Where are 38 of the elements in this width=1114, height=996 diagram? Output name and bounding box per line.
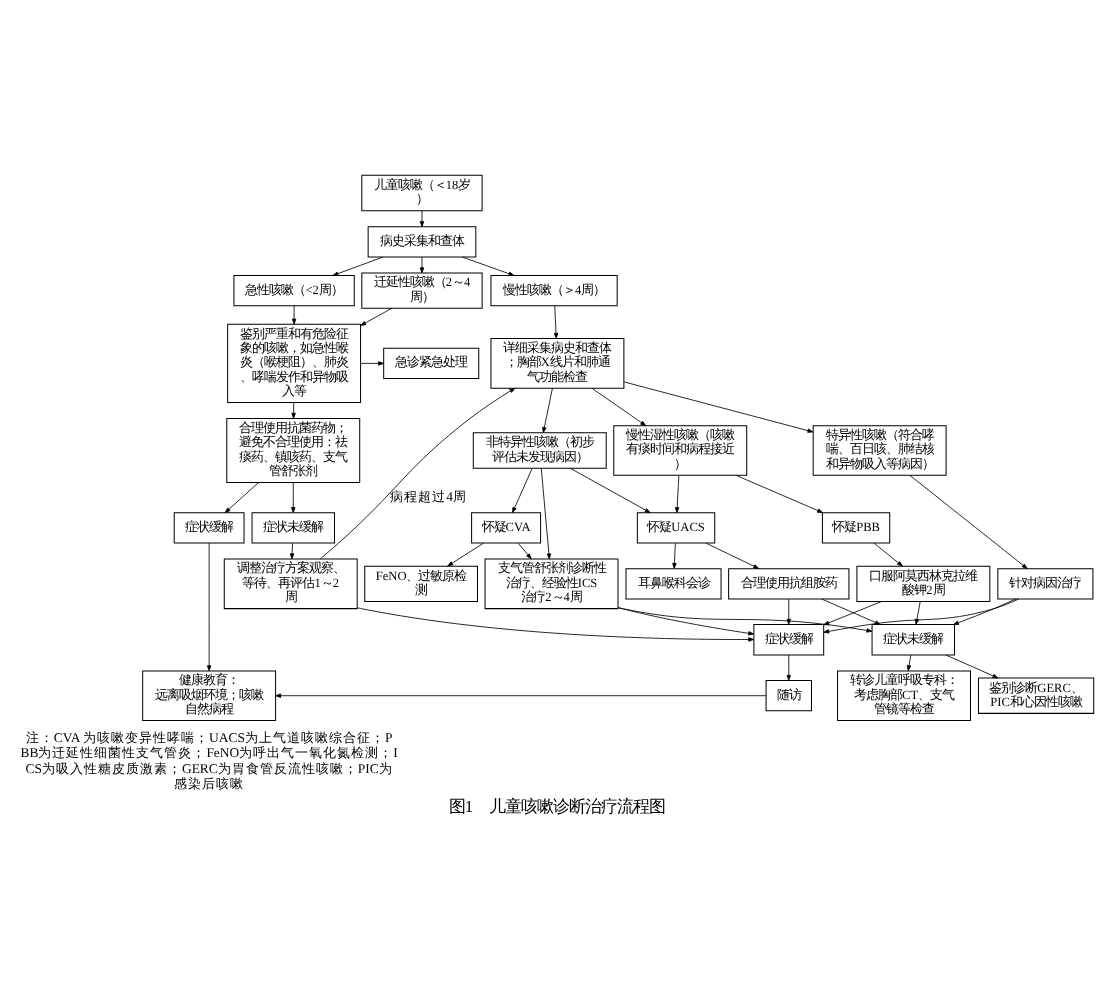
arrow	[447, 542, 484, 567]
arrow	[735, 474, 824, 514]
arrow	[517, 542, 532, 560]
arrow	[512, 468, 533, 514]
arrow	[553, 305, 559, 339]
arrow	[275, 693, 767, 698]
arrow	[617, 607, 873, 633]
arrow	[623, 381, 814, 433]
arrow	[569, 467, 651, 514]
arrow	[224, 482, 259, 513]
arrow	[291, 402, 296, 419]
arrow	[332, 256, 384, 276]
arrow	[674, 475, 680, 514]
arrow	[672, 542, 677, 569]
arrow	[906, 654, 912, 672]
arrow	[419, 256, 425, 274]
arrow	[291, 305, 297, 325]
arrow	[206, 542, 212, 672]
arrow	[319, 387, 516, 560]
arrow	[360, 361, 385, 366]
arrow	[419, 210, 425, 228]
arrow	[952, 598, 1017, 625]
arrow	[540, 467, 552, 560]
arrow	[291, 482, 296, 513]
arrow	[542, 387, 553, 433]
arrow	[461, 256, 515, 276]
arrow	[945, 654, 999, 679]
arrow	[823, 598, 1020, 634]
arrow	[909, 475, 1028, 569]
arrow	[873, 542, 903, 567]
arrow	[357, 607, 755, 642]
arrow	[360, 307, 393, 326]
arrow	[289, 542, 295, 560]
arrow	[786, 654, 791, 681]
arrow	[786, 598, 791, 625]
arrow	[591, 387, 647, 427]
arrow	[705, 542, 760, 569]
caption: 图1 儿童咳嗽诊断治疗流程图	[448, 798, 666, 817]
